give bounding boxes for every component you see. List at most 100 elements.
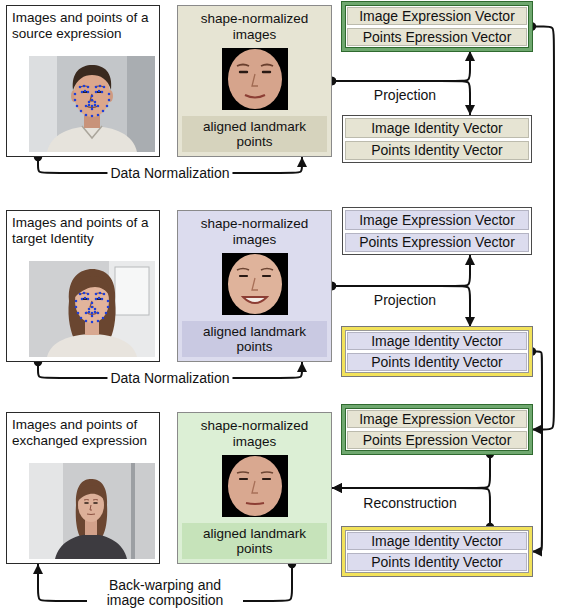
face-mask-background (222, 253, 288, 315)
vector-entry: Points Identity Vector (347, 553, 527, 571)
band-label: aligned landmark points (203, 119, 307, 149)
vector-entry: Image Identity Vector (347, 332, 527, 350)
face-nose (252, 481, 258, 493)
face-brows (237, 269, 273, 271)
box-heading: Images and points of a target Identity (7, 211, 159, 247)
flow-connector (332, 51, 470, 81)
vector-entry: Points Identity Vector (345, 141, 529, 161)
band-label: aligned landmark points (203, 526, 307, 556)
face-skin (228, 456, 282, 516)
photo-background (29, 463, 155, 559)
input-box: Images and points of a source expression (6, 5, 160, 157)
photo-pole (131, 463, 135, 559)
landmark-band: aligned landmark points (182, 116, 327, 152)
person-features (84, 500, 98, 515)
face-brows (237, 472, 273, 473)
person-top (55, 534, 127, 559)
band-label: aligned landmark points (203, 324, 307, 354)
output-box: Images and points of exchanged expressio… (6, 412, 160, 564)
flow-connector (332, 286, 470, 327)
vector-label: Image Expression Vector (359, 411, 515, 427)
person-hair-back (76, 479, 107, 537)
panel-heading: shape-normalized images (178, 413, 331, 450)
edge-label: Data Normalization (107, 371, 232, 386)
vector-group: Image Identity VectorPoints Identity Vec… (342, 527, 532, 576)
source-photo (29, 56, 155, 152)
vector-label: Image Identity Vector (371, 120, 503, 136)
vector-group: Image Identity VectorPoints Identity Vec… (342, 327, 532, 376)
landmark-band: aligned landmark points (182, 523, 327, 559)
photo-window-pane (115, 267, 149, 315)
edge-label: Back-warping and image composition (87, 578, 243, 608)
normalized-panel: shape-normalized images aligned landmark … (177, 5, 332, 157)
vector-label: Points Epression Vector (363, 432, 512, 448)
flow-connector (532, 352, 542, 552)
face-eyes (240, 478, 270, 480)
edge-label: Reconstruction (360, 496, 459, 511)
vector-entry: Image Expression Vector (347, 7, 527, 25)
person-shirt (47, 126, 137, 152)
normalized-face (222, 48, 288, 110)
face-skin (228, 254, 282, 314)
box-heading: Images and points of a source expression (7, 6, 159, 42)
panel-heading: shape-normalized images (178, 6, 331, 43)
vector-entry: Points Expression Vector (345, 233, 529, 253)
person-top (47, 334, 137, 357)
vector-entry: Image Expression Vector (347, 410, 527, 428)
face-mask-background (222, 455, 288, 517)
face-nose (252, 74, 258, 86)
person-hair-back (68, 269, 115, 341)
vector-label: Image Identity Vector (371, 333, 503, 349)
landmark-points (76, 293, 108, 322)
face-nose (252, 278, 258, 290)
person-fringe (78, 485, 104, 501)
photo-background (29, 56, 155, 152)
photo-door (127, 56, 155, 152)
vector-group: Image Expression VectorPoints Epression … (342, 2, 532, 51)
vector-label: Image Expression Vector (359, 8, 515, 24)
flow-connector (332, 81, 470, 115)
input-box: Images and points of a target Identity (6, 210, 160, 362)
face-eyes (240, 275, 270, 277)
vector-entry: Image Identity Vector (345, 118, 529, 138)
vector-group: Image Expression VectorPoints Epression … (342, 405, 532, 454)
face-mouth (243, 297, 267, 303)
edge-label: Projection (371, 88, 439, 103)
photo-wall (29, 56, 57, 152)
vector-group: Image Identity VectorPoints Identity Vec… (342, 115, 532, 163)
photo-wall (29, 463, 63, 559)
normalized-panel: shape-normalized images aligned landmark … (177, 210, 332, 362)
vector-entry: Image Identity Vector (347, 532, 527, 550)
vector-label: Image Identity Vector (371, 533, 503, 549)
panel-heading: shape-normalized images (178, 211, 331, 248)
vector-label: Points Expression Vector (359, 234, 515, 250)
flow-connector (332, 454, 490, 488)
landmark-band: aligned landmark points (182, 321, 327, 357)
vector-label: Points Identity Vector (371, 354, 503, 370)
vector-group: Image Expression VectorPoints Expression… (342, 207, 532, 255)
face-mask-background (222, 48, 288, 110)
face-brows (237, 65, 273, 67)
vector-entry: Points Epression Vector (347, 431, 527, 449)
vector-entry: Image Expression Vector (345, 210, 529, 230)
result-photo (29, 463, 155, 559)
landmark-points (75, 86, 109, 116)
vector-entry: Points Epression Vector (347, 28, 527, 46)
flow-connector (332, 488, 490, 527)
face-mouth (245, 95, 265, 98)
photo-background (29, 261, 155, 357)
vector-label: Points Identity Vector (371, 142, 503, 158)
person-hair (73, 65, 112, 90)
face-eyes (240, 71, 270, 73)
vector-label: Image Expression Vector (359, 212, 515, 228)
normalized-panel: shape-normalized images aligned landmark … (177, 412, 332, 564)
box-heading: Images and points of exchanged expressio… (7, 413, 159, 449)
vector-label: Points Epression Vector (363, 29, 512, 45)
person-eyes (85, 502, 97, 504)
normalized-face (222, 455, 288, 517)
edge-label: Projection (371, 293, 439, 308)
face-mouth (246, 503, 264, 504)
target-photo (29, 261, 155, 357)
vector-label: Points Identity Vector (371, 554, 503, 570)
edge-label: Data Normalization (107, 166, 232, 181)
